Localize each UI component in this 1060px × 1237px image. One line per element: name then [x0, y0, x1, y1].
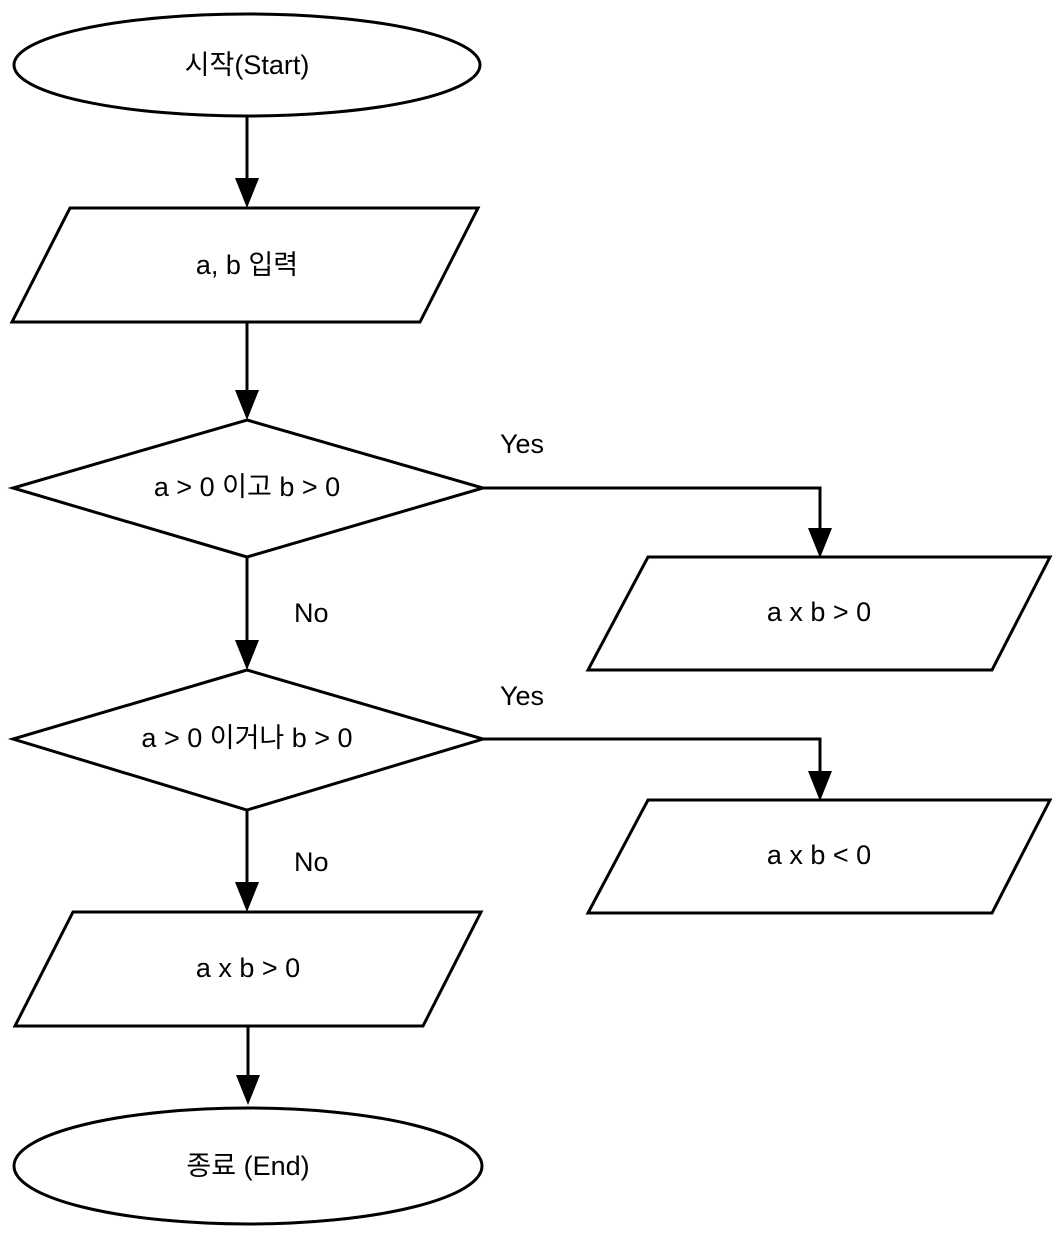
node-output-both-no[interactable]: a x b > 0	[12, 910, 484, 1028]
output-and-yes-label: a x b > 0	[767, 597, 871, 627]
edge-output-to-end	[236, 1026, 260, 1105]
node-output-and-yes[interactable]: a x b > 0	[585, 555, 1053, 672]
edge-decision-and-yes: Yes	[483, 429, 832, 558]
edge-label-and-yes: Yes	[500, 429, 544, 459]
edge-start-to-input-arrowhead	[235, 178, 259, 208]
edge-decision-or-yes-arrowhead	[808, 771, 832, 801]
start-label: 시작(Start)	[185, 50, 310, 80]
node-input-ab[interactable]: a, b 입력	[9, 206, 481, 324]
edge-label-and-no: No	[294, 598, 329, 628]
decision-and-label: a > 0 이고 b > 0	[154, 472, 340, 502]
edge-decision-and-no-arrowhead	[235, 640, 259, 670]
output-or-yes-parallelogram-shape	[585, 798, 1053, 915]
edge-label-or-no: No	[294, 847, 329, 877]
edge-decision-and-yes-arrowhead	[808, 528, 832, 558]
output-both-no-label: a x b > 0	[196, 953, 300, 983]
output-or-yes-label: a x b < 0	[767, 840, 871, 870]
edge-label-or-yes: Yes	[500, 681, 544, 711]
end-label: 종료 (End)	[186, 1151, 309, 1181]
edge-input-to-decision-and-arrowhead	[235, 390, 259, 420]
end-ellipse-shape	[12, 1106, 484, 1226]
decision-or-label: a > 0 이거나 b > 0	[141, 723, 352, 753]
edge-output-to-end-arrowhead	[236, 1075, 260, 1105]
edge-decision-or-no: No	[235, 810, 329, 912]
edge-decision-and-no: No	[235, 557, 329, 670]
output-both-no-parallelogram-shape	[12, 910, 484, 1028]
input-ab-label: a, b 입력	[196, 250, 298, 280]
edge-decision-or-yes: Yes	[483, 681, 832, 801]
input-ab-parallelogram-shape	[9, 206, 481, 324]
node-decision-or[interactable]: a > 0 이거나 b > 0	[7, 668, 489, 812]
output-and-yes-parallelogram-shape	[585, 555, 1053, 672]
node-output-or-yes[interactable]: a x b < 0	[585, 798, 1053, 915]
edge-decision-and-yes-line	[483, 486, 822, 540]
node-start[interactable]: 시작(Start)	[12, 12, 482, 118]
edge-start-to-input	[235, 116, 259, 208]
edge-input-to-decision-and	[235, 322, 259, 420]
edge-decision-or-no-arrowhead	[235, 882, 259, 912]
node-decision-and[interactable]: a > 0 이고 b > 0	[7, 418, 489, 559]
edge-decision-or-yes-line	[483, 737, 822, 784]
node-end[interactable]: 종료 (End)	[12, 1106, 484, 1226]
